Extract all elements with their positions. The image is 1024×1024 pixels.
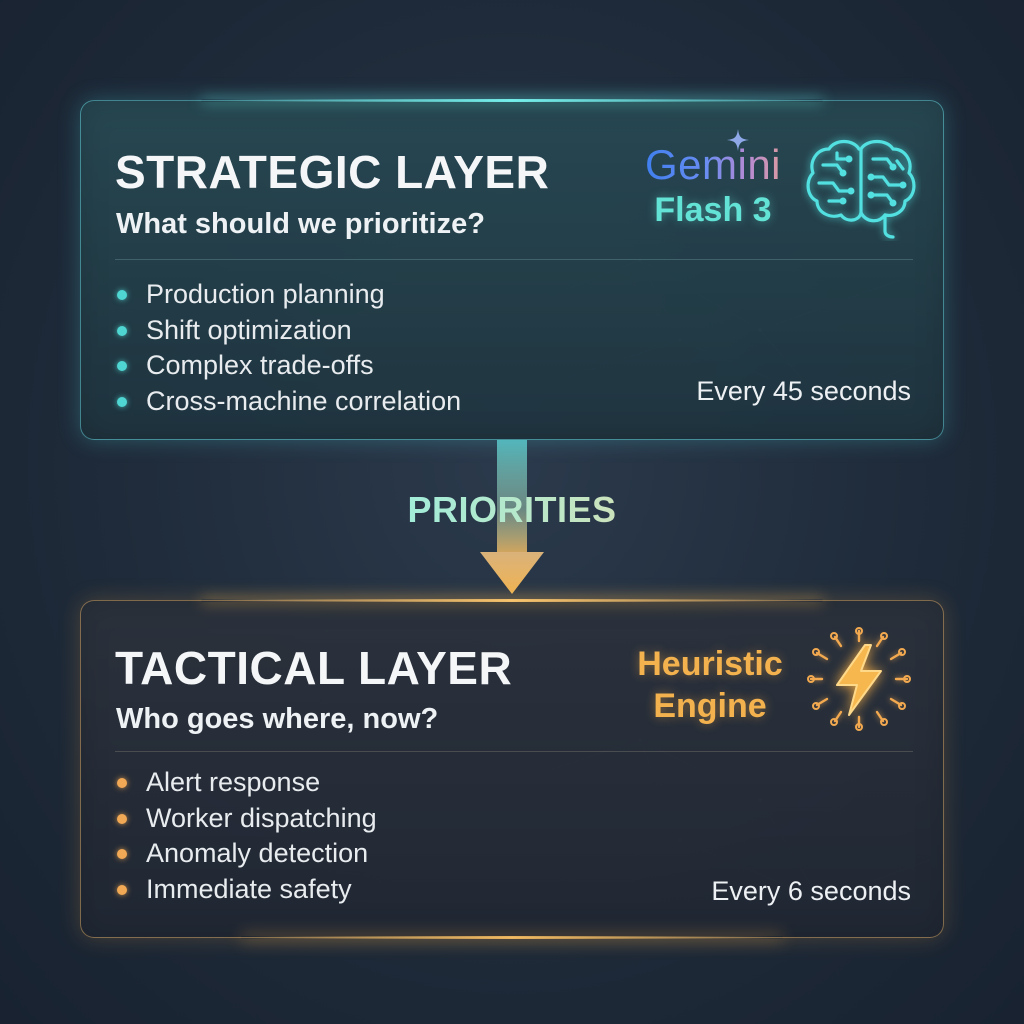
strategic-divider [115,259,913,260]
gemini-logo: Gemini Flash 3 [633,141,793,230]
bullet-icon [117,849,127,859]
list-item: Complex trade-offs [117,348,461,384]
tactical-top-glow [201,599,823,602]
list-item: Alert response [117,765,377,801]
lightning-bolt-circuit-icon [807,627,911,731]
tactical-question: Who goes where, now? [116,703,439,735]
bullet-icon [117,884,127,895]
strategic-top-glow [201,99,823,102]
bullet-icon [117,396,127,407]
strategic-question: What should we prioritize? [116,208,485,240]
list-item: Production planning [117,277,461,313]
bullet-icon [117,778,127,788]
engine-name-line2: Engine [653,687,767,725]
strategic-title: STRATEGIC LAYER [115,146,550,198]
sparkle-icon [727,129,749,151]
down-arrow-icon [480,440,544,594]
engine-model: Flash 3 [654,191,772,229]
bullet-icon [117,813,127,824]
tactical-title: TACTICAL LAYER [115,642,513,694]
tactical-item-label: Alert response [146,767,321,797]
tactical-layer-panel: TACTICAL LAYER Who goes where, now? Aler… [80,599,944,939]
tactical-item-label: Immediate safety [146,873,352,904]
tactical-item-label: Anomaly detection [146,838,369,868]
tactical-item-label: Worker dispatching [146,802,377,833]
engine-name: Gemini [644,141,782,188]
tactical-divider [115,751,913,752]
list-item: Anomaly detection [117,836,377,872]
strategic-item-label: Cross-machine correlation [146,385,462,416]
heuristic-engine-logo: Heuristic Engine [621,643,799,727]
brain-circuit-icon [806,139,916,239]
list-item: Shift optimization [117,313,461,349]
tactical-frequency: Every 6 seconds [711,876,911,906]
list-item: Worker dispatching [117,801,377,837]
strategic-layer-panel: STRATEGIC LAYER What should we prioritiz… [80,99,944,440]
strategic-item-label: Shift optimization [146,314,352,345]
list-item: Immediate safety [117,872,377,908]
tactical-items-list: Alert response Worker dispatching Anomal… [117,765,377,907]
strategic-items-list: Production planning Shift optimization C… [117,277,461,419]
strategic-frequency: Every 45 seconds [696,376,911,406]
list-item: Cross-machine correlation [117,384,461,420]
connector-label: PRIORITIES [0,489,1024,531]
bullet-icon [117,325,127,336]
bullet-icon [117,290,127,300]
strategic-item-label: Complex trade-offs [146,350,374,380]
tactical-bottom-glow [241,936,783,939]
engine-name-line1: Heuristic [637,645,783,683]
bullet-icon [117,361,127,371]
strategic-item-label: Production planning [146,279,385,309]
